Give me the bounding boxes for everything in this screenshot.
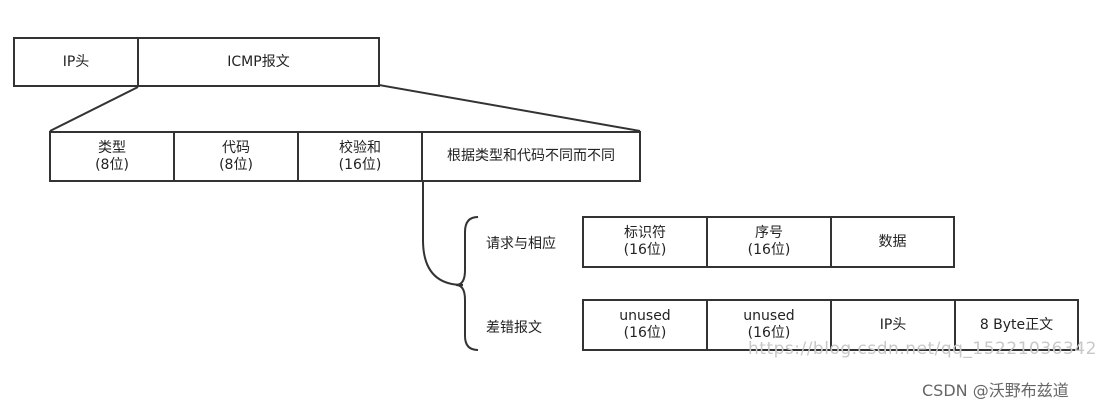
- error-field-unused-2-name: unused: [743, 308, 795, 324]
- ip-header-box: IP头: [13, 37, 139, 87]
- error-field-unused-2: unused (16位): [706, 299, 832, 351]
- field-variable: 根据类型和代码不同而不同: [421, 131, 641, 182]
- expand-line-left: [49, 86, 139, 132]
- field-checksum-name: 校验和: [339, 139, 381, 156]
- field-code: 代码 (8位): [173, 131, 299, 182]
- field-code-size: (8位): [219, 156, 253, 173]
- request-field-identifier: 标识符 (16位): [582, 216, 708, 268]
- url-watermark: https://blog.csdn.net/qq_15221036342: [748, 339, 1097, 359]
- expand-line-right: [378, 84, 641, 132]
- request-field-identifier-name: 标识符: [624, 225, 666, 241]
- field-type-size: (8位): [95, 156, 129, 173]
- error-field-8-byte-body-name: 8 Byte正文: [979, 316, 1054, 333]
- branch-label-error-message: 差错报文: [486, 320, 542, 336]
- field-code-name: 代码: [222, 139, 250, 156]
- branch-label-request-reply: 请求与相应: [486, 236, 556, 252]
- field-checksum-size: (16位): [338, 156, 382, 173]
- error-field-unused-1: unused (16位): [582, 299, 708, 351]
- request-field-data-name: 数据: [878, 233, 907, 250]
- curve-connector: [422, 182, 464, 286]
- request-field-identifier-size: (16位): [623, 242, 667, 258]
- request-field-data: 数据: [830, 216, 955, 268]
- error-field-8-byte-body: 8 Byte正文: [954, 299, 1079, 351]
- error-field-ip-header: IP头: [830, 299, 956, 351]
- request-field-sequence: 序号 (16位): [706, 216, 832, 268]
- field-type-name: 类型: [98, 139, 126, 156]
- error-field-unused-2-size: (16位): [747, 325, 791, 341]
- field-type: 类型 (8位): [49, 131, 175, 182]
- field-checksum: 校验和 (16位): [297, 131, 423, 182]
- icmp-message-label: ICMP报文: [227, 53, 290, 70]
- ip-header-label: IP头: [62, 53, 90, 70]
- curly-brace: [455, 216, 479, 351]
- request-field-sequence-size: (16位): [747, 242, 791, 258]
- error-field-unused-1-size: (16位): [623, 325, 667, 341]
- request-field-sequence-name: 序号: [755, 225, 783, 241]
- icmp-message-box: ICMP报文: [137, 37, 380, 87]
- csdn-credit: CSDN @沃野布兹道: [922, 381, 1069, 400]
- error-field-unused-1-name: unused: [619, 308, 671, 324]
- error-field-ip-header-name: IP头: [879, 316, 907, 333]
- field-variable-name: 根据类型和代码不同而不同: [447, 148, 615, 164]
